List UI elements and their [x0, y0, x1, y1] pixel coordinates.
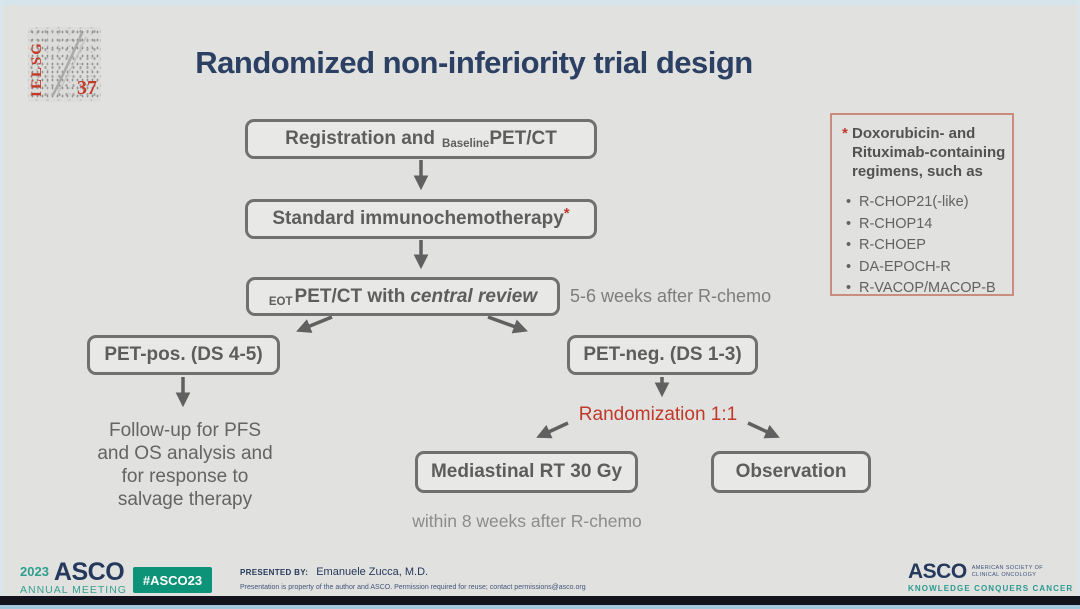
regimens-heading: * Doxorubicin- and Rituximab-containing … [842, 124, 1006, 181]
presented-by-label: PRESENTED BY: [240, 568, 309, 577]
box-pet-negative: PET-neg. (DS 1-3) [567, 335, 758, 375]
regimens-heading-text: Doxorubicin- and Rituximab-containing re… [852, 125, 1006, 180]
society-name: AMERICAN SOCIETY OF CLINICAL ONCOLOGY [972, 565, 1043, 578]
society-line: AMERICAN SOCIETY OF [971, 565, 1044, 571]
box-registration: Registration and Baseline PET/CT [245, 119, 597, 159]
asco-society-logo: ASCO AMERICAN SOCIETY OF CLINICAL ONCOLO… [908, 560, 1074, 593]
top-edge-strip [0, 0, 1080, 5]
randomization-label: Randomization 1:1 [578, 404, 738, 425]
eot-subscript: EOT [268, 295, 293, 308]
box-mediastinal-rt: Mediastinal RT 30 Gy [415, 451, 638, 493]
eot-timing-note: 5-6 weeks after R-chemo [570, 286, 772, 306]
quill-sketch-icon [51, 32, 87, 96]
registration-subscript: Baseline [442, 138, 490, 150]
followup-text: Follow-up for PFS and OS analysis and fo… [70, 419, 300, 511]
annual-meeting-label: ANNUAL MEETING [20, 584, 127, 596]
registration-suffix: PET/CT [489, 128, 557, 149]
eot-text: PET/CT with [294, 285, 406, 307]
footnote-asterisk: * [842, 125, 848, 142]
followup-line: for response to [121, 466, 249, 487]
regimen-item: R-CHOP14 [842, 214, 1006, 236]
eot-emphasis: central review [410, 285, 538, 307]
ielsg-37-logo: IELSG 37 [28, 27, 101, 102]
logo-number: 37 [77, 77, 97, 99]
presented-by: PRESENTED BY: Emanuele Zucca, M.D. [240, 566, 428, 578]
box-observation: Observation [711, 451, 871, 493]
meeting-year: 2023 [20, 564, 49, 579]
asco-tagline: KNOWLEDGE CONQUERS CANCER [908, 584, 1074, 593]
chemo-footnote-marker: * [563, 204, 570, 222]
asco-right-wordmark: ASCO [908, 560, 967, 583]
followup-line: Follow-up for PFS [108, 420, 262, 441]
slide-title: Randomized non-inferiority trial design [195, 45, 753, 80]
society-line: CLINICAL ONCOLOGY [971, 571, 1037, 578]
arrow-eot-to-petneg [487, 315, 528, 334]
bottom-dark-strip [0, 596, 1080, 605]
regimen-item: DA-EPOCH-R [842, 257, 1006, 279]
box-pet-positive: PET-pos. (DS 4-5) [87, 335, 280, 375]
chemo-text: Standard immunochemotherapy [272, 208, 564, 229]
regimen-item: R-CHOEP [842, 235, 1006, 257]
left-edge-strip [0, 0, 3, 609]
regimens-list: R-CHOP21(-like) R-CHOP14 R-CHOEP DA-EPOC… [842, 192, 1006, 300]
followup-line: salvage therapy [117, 489, 253, 510]
regimen-item: R-VACOP/MACOP-B [842, 278, 1006, 300]
presenter-name: Emanuele Zucca, M.D. [316, 566, 429, 578]
rt-timing-note: within 8 weeks after R-chemo [412, 511, 642, 531]
permission-disclaimer: Presentation is property of the author a… [240, 584, 586, 591]
followup-line: and OS analysis and [97, 443, 273, 464]
box-standard-immunochemotherapy: Standard immunochemotherapy * [245, 199, 597, 239]
box-eot-petct: EOT PET/CT with central review [246, 277, 560, 316]
hashtag-badge: #ASCO23 [133, 567, 212, 593]
regimens-footnote-box: * Doxorubicin- and Rituximab-containing … [830, 113, 1014, 299]
regimen-item: R-CHOP21(-like) [842, 192, 1006, 214]
arrow-eot-to-petpos [296, 315, 333, 333]
asco-meeting-logo: 2023 ASCO ANNUAL MEETING [20, 558, 127, 597]
registration-text: Registration and [285, 128, 436, 149]
asco-wordmark: ASCO [53, 558, 125, 586]
bottom-blue-strip [0, 605, 1080, 609]
right-edge-strip [1078, 0, 1080, 609]
